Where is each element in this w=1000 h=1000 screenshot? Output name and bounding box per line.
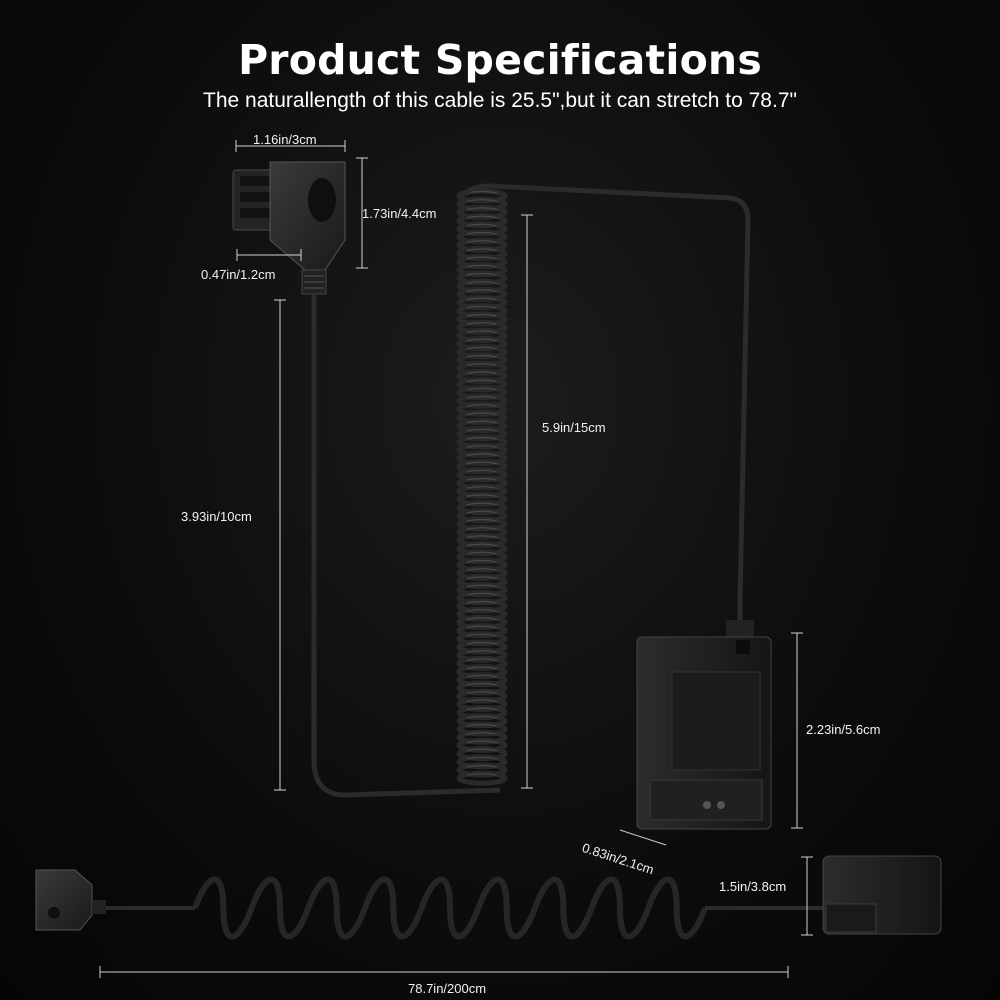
plug-height-label: 1.73in/4.4cm: [362, 206, 437, 221]
battery-height-label: 2.23in/5.6cm: [806, 722, 881, 737]
battery-side-label: 1.5in/3.8cm: [719, 879, 787, 894]
stretched-cable-icon: [35, 855, 942, 940]
coil-length-label: 5.9in/15cm: [542, 420, 606, 435]
coiled-cable-icon: [456, 188, 508, 786]
dummy-battery-icon: [636, 620, 772, 830]
page-title: Product Specifications: [238, 36, 762, 84]
d-tap-plug-icon: [232, 161, 346, 295]
straight-cable-label: 3.93in/10cm: [181, 509, 252, 524]
dimension-lines: [99, 140, 813, 978]
plug-tip-label: 0.47in/1.2cm: [201, 267, 276, 282]
plug-width-label: 1.16in/3cm: [253, 132, 317, 147]
page-subtitle: The naturallength of this cable is 25.5"…: [203, 89, 797, 112]
stretched-length-label: 78.7in/200cm: [408, 981, 487, 996]
